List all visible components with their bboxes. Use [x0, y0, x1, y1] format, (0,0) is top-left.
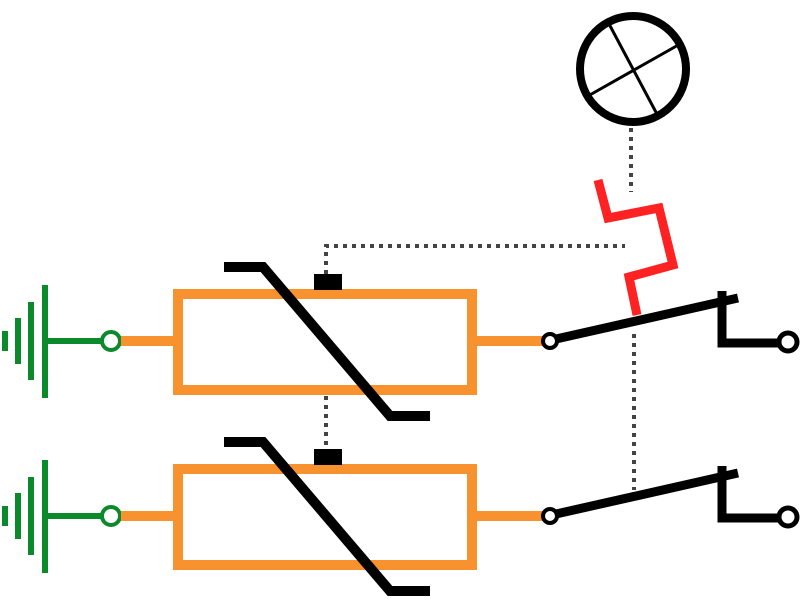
branch-top — [2, 262, 800, 421]
resistor-icon — [173, 464, 477, 570]
switch-icon — [541, 466, 800, 529]
terminal-icon — [100, 330, 122, 352]
mechanical-links — [324, 128, 636, 490]
switch-icon — [541, 291, 800, 354]
thermistor-icon — [224, 437, 430, 596]
bimetal-strip-icon — [593, 178, 679, 316]
ground-symbol-icon — [2, 460, 102, 573]
lamp-icon — [576, 12, 690, 126]
actuator-tab — [314, 449, 342, 465]
ground-symbol-icon — [2, 285, 102, 398]
actuator-tab — [314, 274, 342, 290]
terminal-icon — [100, 505, 122, 527]
resistor-icon — [173, 289, 477, 395]
branch-bottom — [2, 437, 800, 596]
link-top-horizontal — [324, 244, 625, 274]
thermistor-icon — [224, 262, 430, 421]
